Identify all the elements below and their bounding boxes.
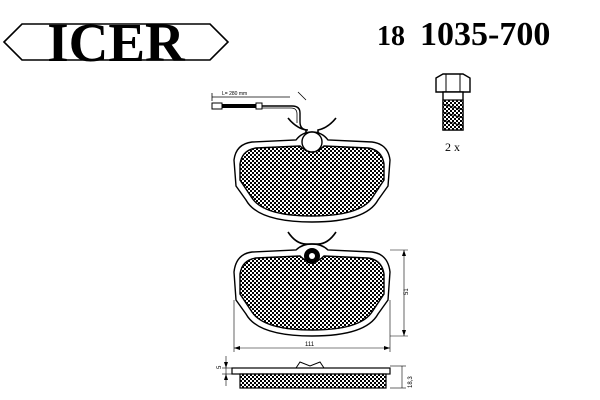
brake-pad-side-view <box>231 361 391 389</box>
backing-label: 5 <box>217 365 223 369</box>
height-dimension: 51 <box>390 249 410 337</box>
width-label: 111 <box>305 342 315 348</box>
sensor-plug <box>211 102 223 110</box>
brake-pad-top <box>233 117 391 223</box>
sensor-wire <box>262 105 309 131</box>
brake-pad-bottom <box>233 231 391 337</box>
thickness-dimension: 18,3 <box>390 365 414 389</box>
brand-logo: ICER <box>2 12 230 73</box>
side-friction <box>239 373 387 389</box>
bolt-quantity: 2 x <box>445 140 460 154</box>
top-pad-friction <box>239 145 385 217</box>
bottom-pad-friction <box>239 255 385 331</box>
top-pad-rivet <box>301 131 323 153</box>
backing-dimension: 5 <box>217 356 232 386</box>
width-dimension: 111 <box>233 300 391 352</box>
bolt-head <box>435 73 471 93</box>
wear-sensor: L= 280 mm <box>211 91 309 131</box>
height-label: 51 <box>404 288 410 295</box>
bolt-drawing <box>435 73 471 131</box>
series-number: 18 <box>377 21 405 52</box>
bottom-pad-clip <box>287 231 337 245</box>
side-backing-plate <box>231 367 391 375</box>
part-number: 1035-700 <box>420 16 550 53</box>
sensor-length-label: L= 280 mm <box>222 91 247 97</box>
logo-diamond <box>2 23 230 61</box>
brand-name: ICER <box>47 12 186 73</box>
thickness-label: 18,3 <box>408 376 414 388</box>
